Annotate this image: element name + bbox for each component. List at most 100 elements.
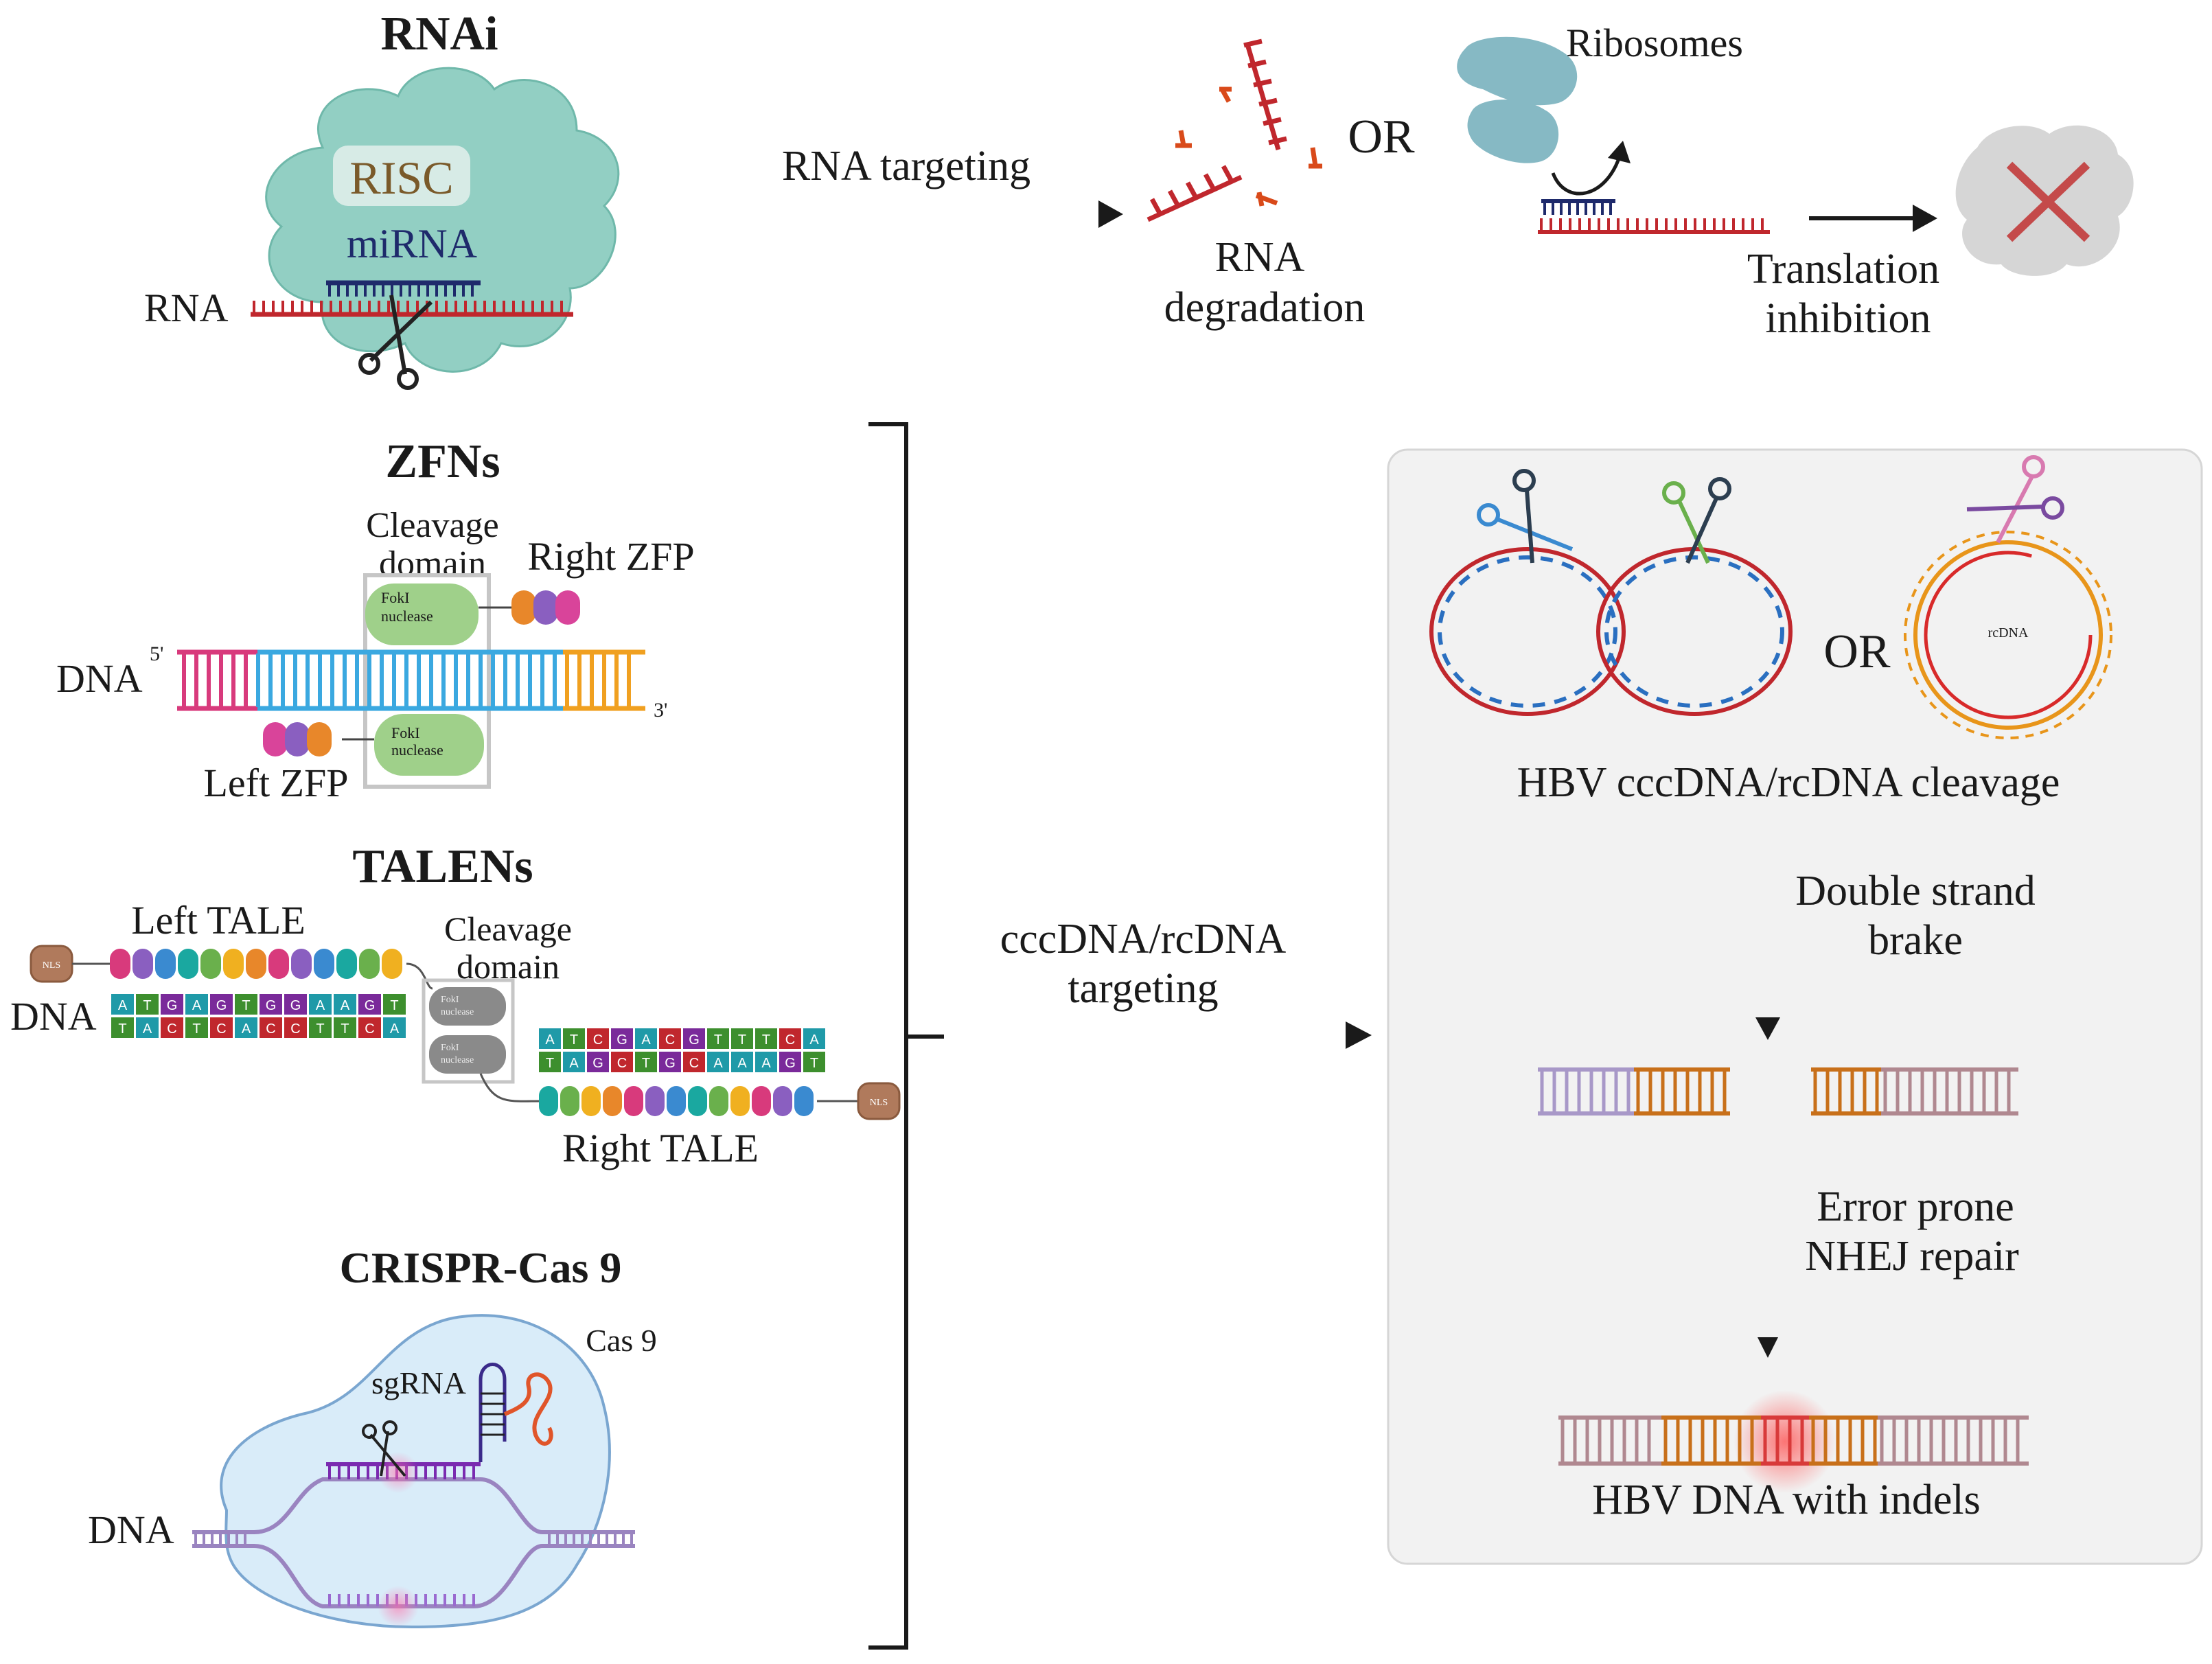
- dna-base-letter: A: [569, 1056, 579, 1071]
- mirna-label: miRNA: [347, 221, 477, 266]
- dna-base-letter: G: [266, 998, 277, 1013]
- tale-repeat: [667, 1086, 686, 1116]
- dna-base: [383, 1017, 406, 1038]
- dsb-label-1: Double strand: [1795, 868, 2036, 914]
- dna-base-letter: T: [316, 1021, 324, 1037]
- dna-base-letter: G: [365, 998, 376, 1013]
- rnai-or-label: OR: [1348, 111, 1415, 163]
- cccdna-targeting-label-2: targeting: [1068, 965, 1218, 1012]
- dna-base: [284, 1017, 307, 1038]
- fokl-bottom-label-2: nuclease: [391, 741, 443, 759]
- tale-repeat: [603, 1086, 622, 1116]
- dna-base-letter: A: [737, 1056, 747, 1071]
- tale-repeat: [539, 1086, 558, 1116]
- dna-base: [779, 1028, 801, 1049]
- risc-complex: RISC miRNA: [265, 67, 620, 373]
- crispr-section: CRISPR-Cas 9 Cas 9 sgRNA DNA: [88, 1243, 657, 1629]
- dna-base: [111, 994, 134, 1015]
- left-zfp-label: Left ZFP: [203, 761, 348, 805]
- dna-base: [161, 1017, 183, 1038]
- green-scissors-icon: [1662, 477, 1731, 564]
- talens-title: TALENs: [352, 840, 533, 893]
- zfn-dna-rungs: [182, 654, 631, 707]
- risc-label: RISC: [349, 152, 453, 204]
- tale-repeat: [730, 1086, 750, 1116]
- rna-targeting-label: RNA targeting: [782, 143, 1030, 189]
- right-nls-label: NLS: [870, 1098, 888, 1108]
- tale-fokl-bottom-label-2: nuclease: [441, 1055, 474, 1065]
- tale-repeat: [291, 949, 312, 979]
- dna-base-letter: A: [242, 1021, 251, 1037]
- dna-base: [683, 1052, 705, 1072]
- dna-base: [803, 1052, 825, 1072]
- tale-repeat: [359, 949, 380, 979]
- dna-base: [755, 1028, 777, 1049]
- rna-degradation-label-1: RNA: [1215, 234, 1305, 281]
- dna-base: [563, 1052, 585, 1072]
- tale-repeat: [581, 1086, 601, 1116]
- nhej-label-2: NHEJ repair: [1805, 1233, 2019, 1280]
- tale-dna-label: DNA: [10, 994, 97, 1039]
- right-zfp-label: Right ZFP: [527, 534, 694, 579]
- dna-base-letter: T: [143, 998, 151, 1013]
- tale-cleavage-box: [422, 978, 515, 1084]
- right-tale-label: Right TALE: [562, 1126, 759, 1170]
- tale-fokl-bottom: [429, 1035, 506, 1074]
- tale-repeat: [560, 1086, 579, 1116]
- blue-scissors-icon: [1477, 469, 1574, 564]
- broken-dna-fragments: [1538, 1067, 2018, 1116]
- dna-base-letter: T: [714, 1032, 722, 1048]
- dna-base: [659, 1028, 681, 1049]
- dna-base: [136, 994, 159, 1015]
- nhej-label-1: Error prone: [1817, 1183, 2014, 1230]
- nhej-arrowhead: [1758, 1337, 1778, 1358]
- rna-label: RNA: [144, 286, 229, 330]
- repaired-dna-with-indels: [1558, 1415, 2029, 1466]
- dna-base-letter: C: [216, 1021, 226, 1037]
- fokl-top-label-1: FokI: [381, 589, 410, 606]
- ribosome-release-arrow: [1551, 154, 1622, 196]
- rnai-section: RNAi RISC miRNA RNA RNA targeting: [144, 8, 2134, 390]
- dna-base-letter: C: [167, 1021, 176, 1037]
- tale-fokl-top-label-1: FokI: [441, 995, 459, 1005]
- dna-base: [136, 1017, 159, 1038]
- left-tale-label: Left TALE: [131, 898, 306, 943]
- dna-base-letter: T: [192, 1021, 200, 1037]
- dna-base: [539, 1052, 561, 1072]
- tale-repeat: [773, 1086, 792, 1116]
- dna-base-letter: T: [242, 998, 250, 1013]
- dna-base-letter: T: [570, 1032, 578, 1048]
- dna-base: [210, 1017, 233, 1038]
- inhibition-arrowhead: [1913, 205, 1937, 232]
- rnai-title: RNAi: [380, 8, 498, 60]
- dna-base-letter: T: [118, 1021, 126, 1037]
- dna-base-letter: C: [785, 1032, 795, 1048]
- dna-base: [358, 1017, 381, 1038]
- zfn-cleavage-label-1: Cleavage: [366, 506, 498, 545]
- tale-repeat: [645, 1086, 665, 1116]
- tale-fokl-top-label-2: nuclease: [441, 1007, 474, 1017]
- hbv-indels-label: HBV DNA with indels: [1592, 1477, 1981, 1523]
- ribosomes-label: Ribosomes: [1566, 21, 1743, 65]
- left-zfp-fingers: [263, 722, 332, 756]
- dna-base-letter: G: [592, 1056, 603, 1071]
- rcdna-label: rcDNA: [1988, 625, 2029, 640]
- dna-base: [707, 1028, 729, 1049]
- tale-fokl-bottom-label-1: FokI: [441, 1043, 459, 1053]
- dna-base-letter: G: [689, 1032, 700, 1048]
- sgrna-hairpin: [479, 1363, 507, 1462]
- tale-repeat: [223, 949, 244, 979]
- dsb-arrowhead: [1755, 1017, 1780, 1040]
- mirna-bases: [328, 283, 474, 297]
- fokl-bottom-label-1: FokI: [391, 724, 420, 741]
- rna-targeting-arrowhead: [1098, 200, 1123, 228]
- dna-base: [260, 1017, 282, 1038]
- dna-base: [803, 1028, 825, 1049]
- tale-repeat: [752, 1086, 771, 1116]
- dna-base-letter: A: [713, 1056, 723, 1071]
- zfn-five-prime-label: 5': [150, 643, 163, 665]
- fokl-top-label-2: nuclease: [381, 608, 433, 625]
- ribosome-release-arrowhead: [1608, 141, 1631, 163]
